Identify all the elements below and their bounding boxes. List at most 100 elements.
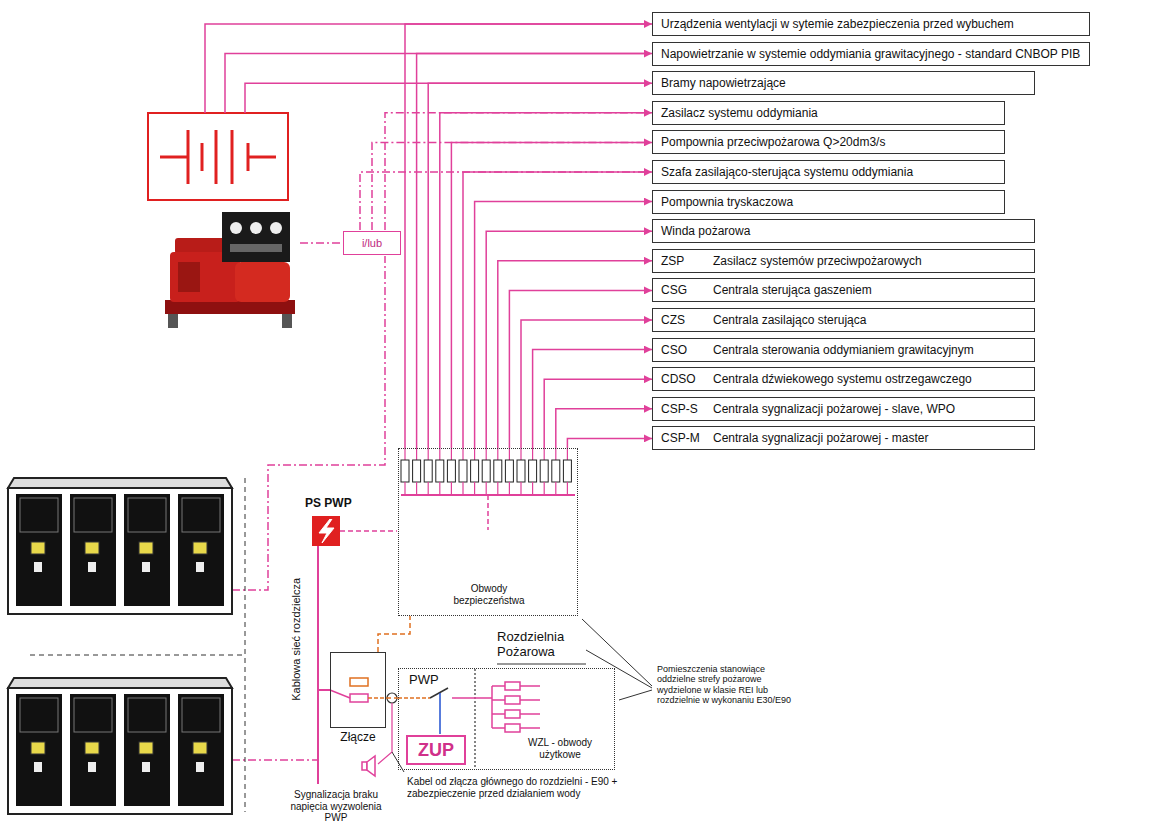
siren-horn [367, 756, 375, 776]
panel-window [74, 498, 112, 532]
user-circuit-fuses [492, 682, 540, 732]
consumer-box: ZSPZasilacz systemów przeciwpożarowych [652, 249, 1035, 273]
generator-feed [232, 113, 650, 760]
power-line [451, 142, 652, 448]
battery-lead [160, 156, 188, 159]
panel-window [128, 698, 166, 732]
feed-line [318, 689, 330, 691]
generator-alternator [235, 262, 290, 302]
battery-plate [231, 130, 234, 184]
power-line [498, 261, 652, 448]
wire [492, 685, 505, 687]
separator-lines [30, 478, 245, 812]
power-line [417, 54, 652, 448]
siren-symbol [362, 756, 375, 776]
generator-foot [282, 314, 292, 328]
wire [452, 697, 492, 699]
panel-indicator [85, 542, 99, 554]
consumer-box: Urządzenia wentylacji w sytemie zabezpie… [652, 12, 1090, 36]
fuse-symbol [529, 460, 537, 482]
fuse-symbol [494, 460, 502, 482]
node-text: Urządzenia wentylacji w sytemie zabezpie… [661, 17, 1014, 31]
power-line [544, 379, 652, 448]
wire [492, 713, 505, 715]
consumer-box: CSP-SCentrala sygnalizacji pożarowej - s… [652, 397, 1035, 421]
panel-indicator [139, 542, 153, 554]
cabinet-panel [124, 694, 170, 806]
generator-foot [168, 314, 178, 328]
panel-window [20, 698, 58, 732]
node-text: WZL - obwody użytkowe [514, 737, 606, 760]
leader-line [619, 690, 652, 700]
fuse-symbol [459, 460, 467, 482]
cabinet-body [8, 688, 232, 814]
generator-base [165, 300, 295, 314]
wire [439, 482, 440, 495]
panel-indicator [196, 562, 204, 572]
fuse-symbol [540, 460, 548, 482]
node-text: Szafa zasilająco-sterująca systemu oddym… [661, 165, 913, 179]
panel-indicator [193, 742, 207, 754]
wire [428, 482, 429, 495]
trip-wire [439, 693, 441, 734]
wire [509, 482, 510, 495]
cabinet-panel [124, 494, 170, 606]
feed-line [372, 142, 650, 230]
node-text: Obwody bezpieczeństwa [439, 583, 539, 606]
fuse-symbol [471, 460, 479, 482]
panel-indicator [34, 562, 42, 572]
abbreviation: CZS [661, 313, 705, 327]
switchboard-label: Rozdzielnia Pożarowa [497, 630, 592, 660]
fuse-symbol [482, 460, 490, 482]
fuse-symbol [401, 460, 409, 482]
separator-line [245, 478, 246, 812]
generator-engine-part [178, 262, 200, 292]
consumer-box: Zasilacz systemu oddymiania [652, 101, 1005, 125]
battery-symbol [148, 113, 288, 200]
wire [497, 482, 498, 495]
battery-frame [148, 113, 288, 200]
fuse-symbol [505, 682, 520, 690]
generator-panel [222, 212, 290, 262]
node-text: Bramy napowietrzające [661, 76, 786, 90]
feed-line [245, 83, 650, 113]
signal-wire [378, 703, 392, 764]
wire [404, 448, 405, 460]
panel-indicator [88, 562, 96, 572]
wire [462, 482, 463, 495]
fuse-symbol [552, 460, 560, 482]
switch-blade [430, 688, 448, 698]
fuse-symbol [505, 710, 520, 718]
switchgear-cabinets [8, 478, 232, 814]
cabinet-panel [178, 694, 224, 806]
panel-indicator [31, 742, 45, 754]
wire [486, 448, 487, 460]
battery-plate [201, 143, 204, 171]
trip-unit-box: ZUP [406, 735, 466, 765]
panel-window [182, 698, 220, 732]
power-line [475, 202, 652, 448]
node-text: Pompownia przeciwpożarowa Q>20dm3/s [661, 135, 885, 149]
generator-picture [165, 212, 295, 328]
panel-indicator [142, 562, 150, 572]
wire [368, 697, 386, 699]
power-line [405, 24, 652, 448]
label-underline [497, 664, 586, 665]
fuse-symbol [517, 460, 525, 482]
node-text: Centrala dźwiekowego systemu ostrzegawcz… [713, 372, 972, 386]
busbar [491, 686, 493, 728]
cabinet-panel [70, 494, 116, 606]
safety-fuse-row [401, 448, 571, 495]
power-line [509, 290, 652, 448]
fuse-symbol [505, 696, 520, 704]
node-text: Centrala zasilająco sterująca [713, 313, 866, 327]
node-text: Centrala sterująca gaszeniem [713, 283, 872, 297]
power-line [428, 83, 652, 448]
power-line [556, 409, 652, 448]
wire [416, 482, 417, 495]
node-text: Pompownia tryskaczowa [661, 195, 793, 209]
panel-indicator [88, 762, 96, 772]
wire [555, 448, 556, 460]
cable-note: Kabel od złącza głównego do rozdzielni -… [407, 776, 622, 799]
abbreviation: ZSP [661, 254, 705, 268]
